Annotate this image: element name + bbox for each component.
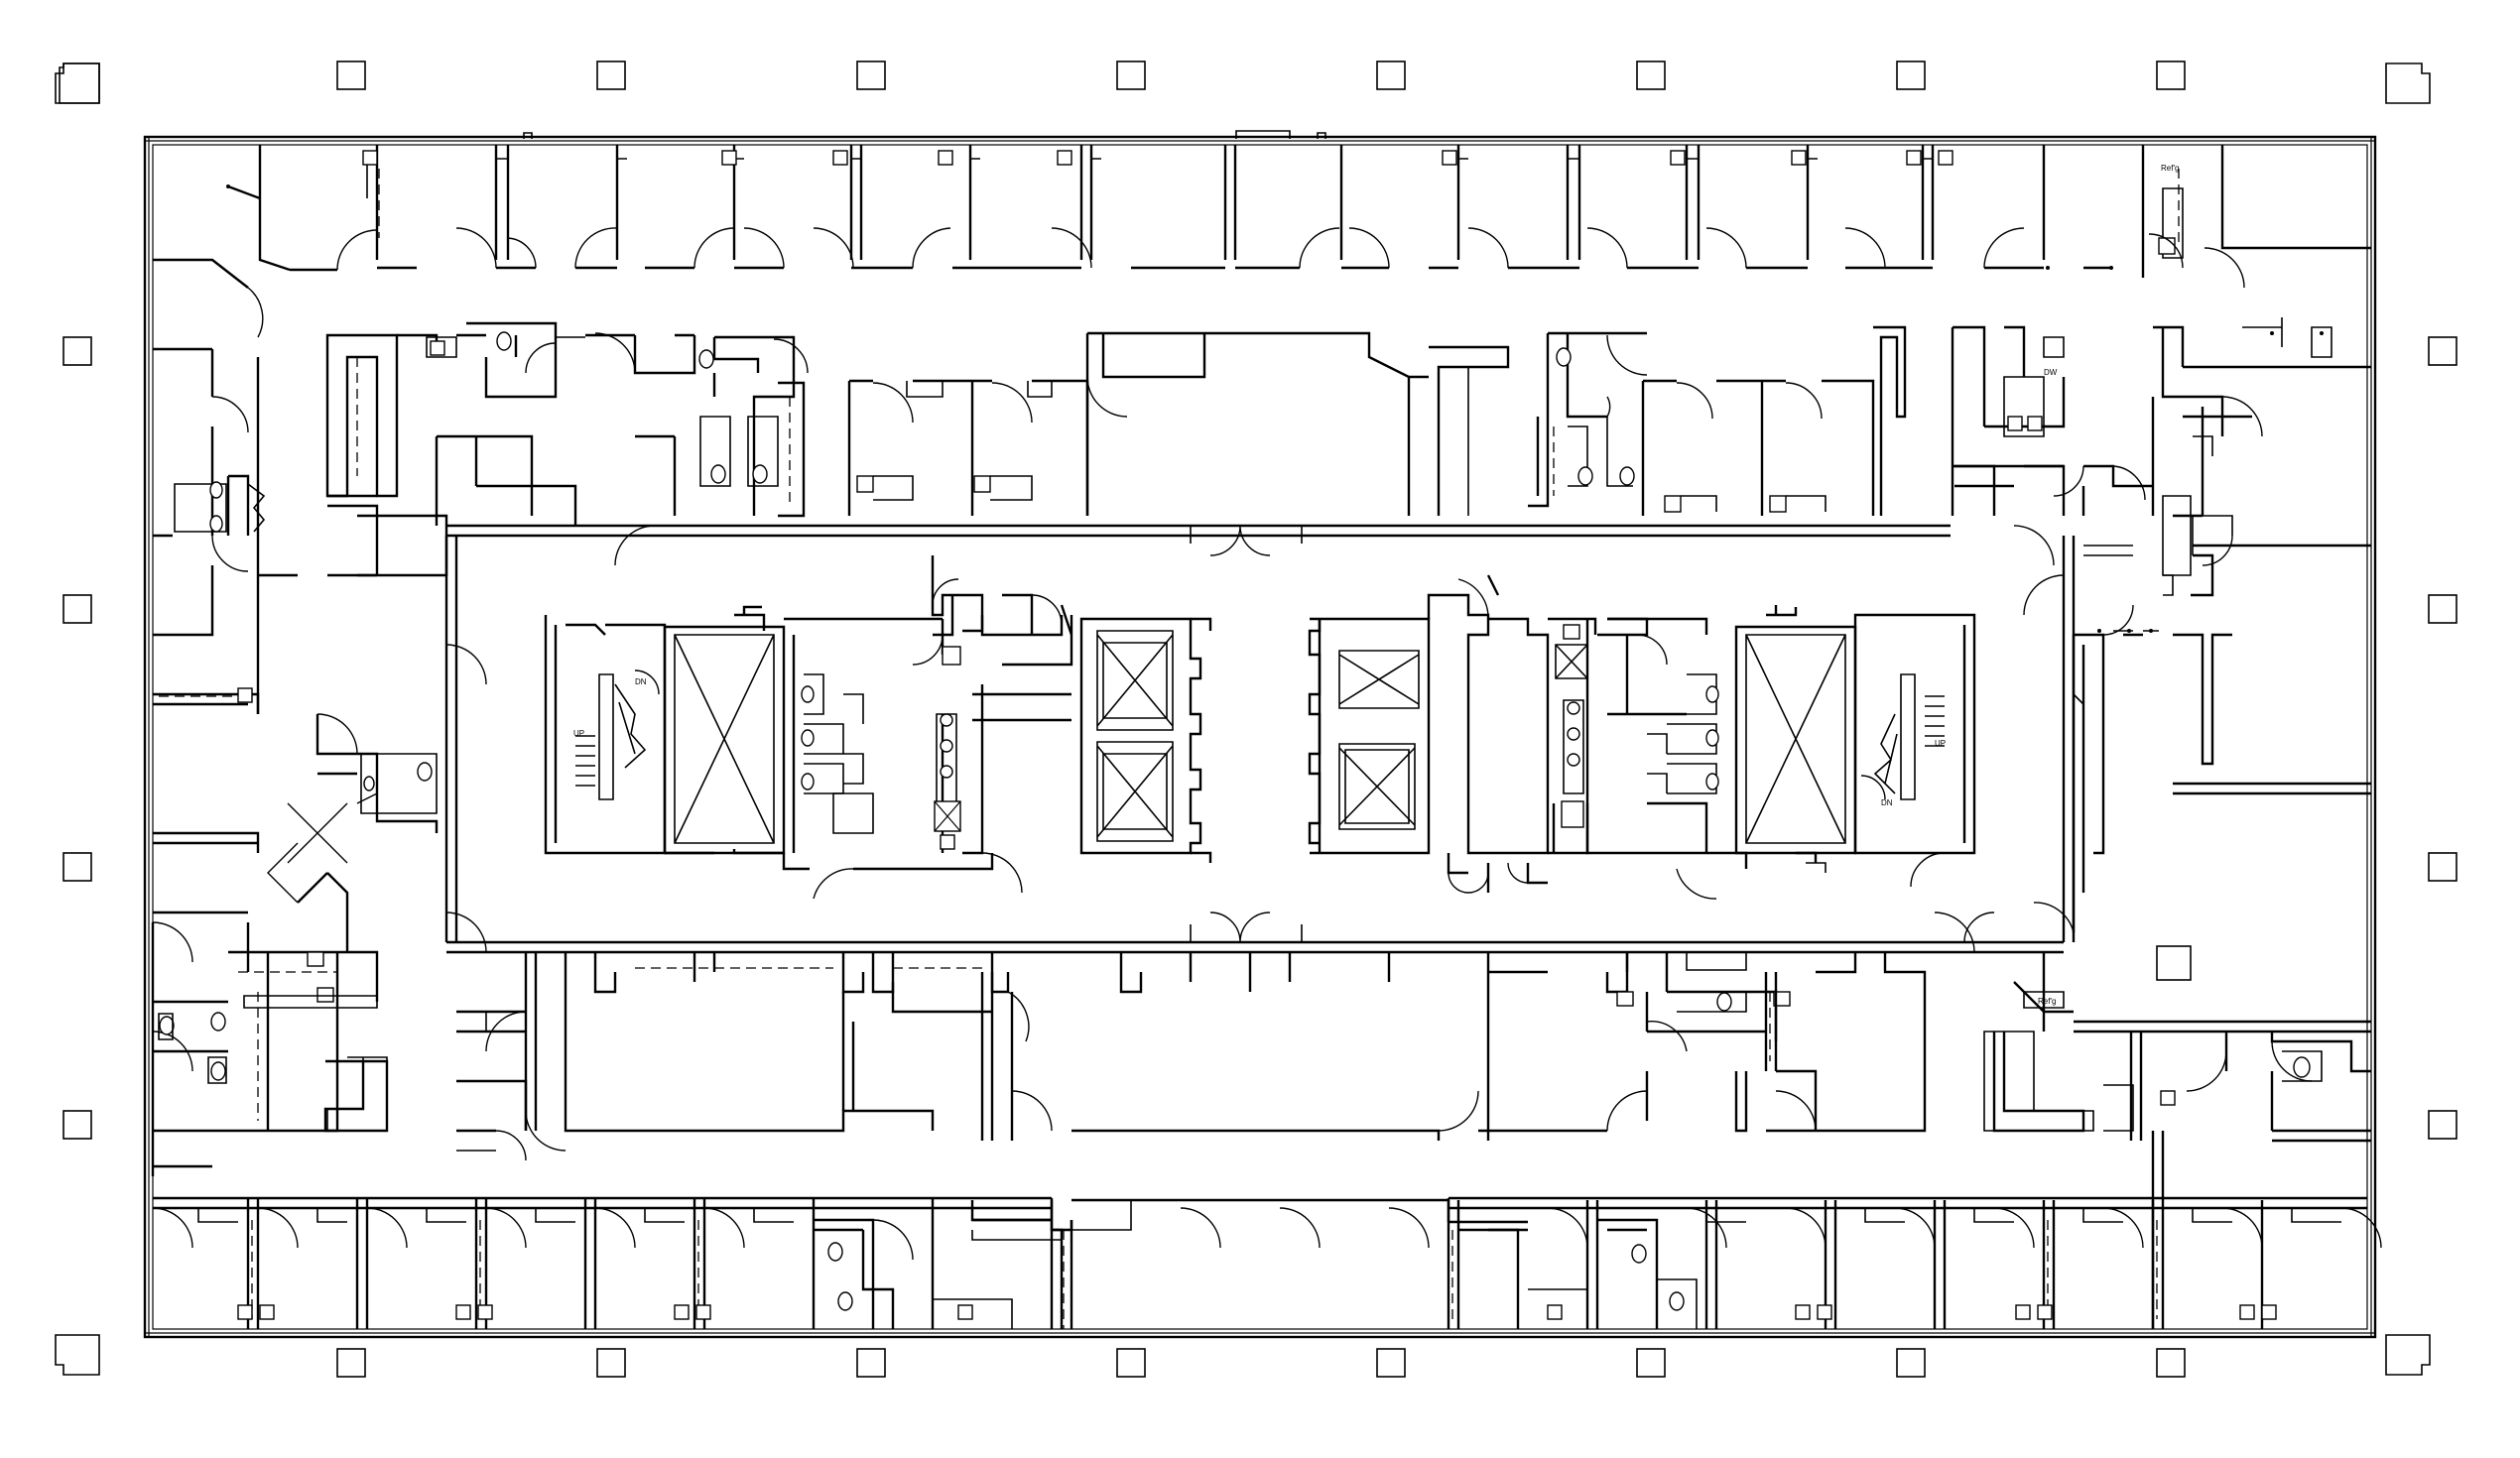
stair-dn-label: DN	[635, 677, 647, 686]
column-corner	[59, 62, 100, 104]
refrigerator-label-top: Ref'g	[2161, 164, 2179, 173]
right-rooms: Ref'g Ref'g DW	[1992, 164, 2371, 1329]
refrigerator-label: Ref'g	[2038, 997, 2056, 1006]
column-grid	[55, 61, 2457, 1378]
left-offices	[151, 258, 439, 1176]
exterior-wall	[143, 135, 2377, 1339]
stair-up-label-right: UP	[1935, 739, 1946, 748]
top-offices	[227, 130, 2371, 289]
upper-left-rooms	[325, 321, 2371, 597]
bottom-offices	[152, 1196, 2382, 1329]
stair-dn-label-right: DN	[1881, 798, 1893, 807]
lower-rooms	[326, 952, 2094, 1161]
dishwasher-label: DW	[2044, 368, 2058, 377]
stair-up-label: UP	[573, 729, 584, 738]
misc-details	[226, 184, 2332, 633]
building-core: UP DN	[544, 555, 1976, 900]
corridor	[444, 524, 2084, 954]
